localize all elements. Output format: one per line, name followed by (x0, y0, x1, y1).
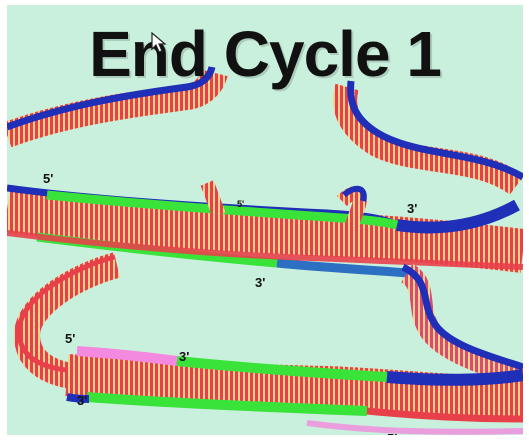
top-duplex (7, 188, 523, 273)
diagram-canvas: 5' 3' 3' 5' 5' 3' 3' 5' End Cycle 1 (7, 5, 523, 435)
diagram-title: End Cycle 1 (7, 17, 523, 91)
label-lower-mid-3prime: 3' (179, 349, 189, 364)
label-top-right-3prime: 3' (407, 201, 417, 216)
label-bottom-right-5prime: 5' (387, 431, 397, 435)
label-top-left-5prime: 5' (43, 171, 53, 186)
mouse-cursor-icon (151, 32, 167, 54)
bottom-duplex (67, 351, 523, 432)
upper-right-strand (345, 81, 523, 185)
label-lower-left-5prime: 5' (65, 331, 75, 346)
right-connector-strand (403, 267, 523, 377)
label-lower-left-3prime: 3' (77, 393, 87, 408)
label-middle-3prime: 3' (255, 275, 265, 290)
label-small-top: 5' (237, 199, 244, 209)
